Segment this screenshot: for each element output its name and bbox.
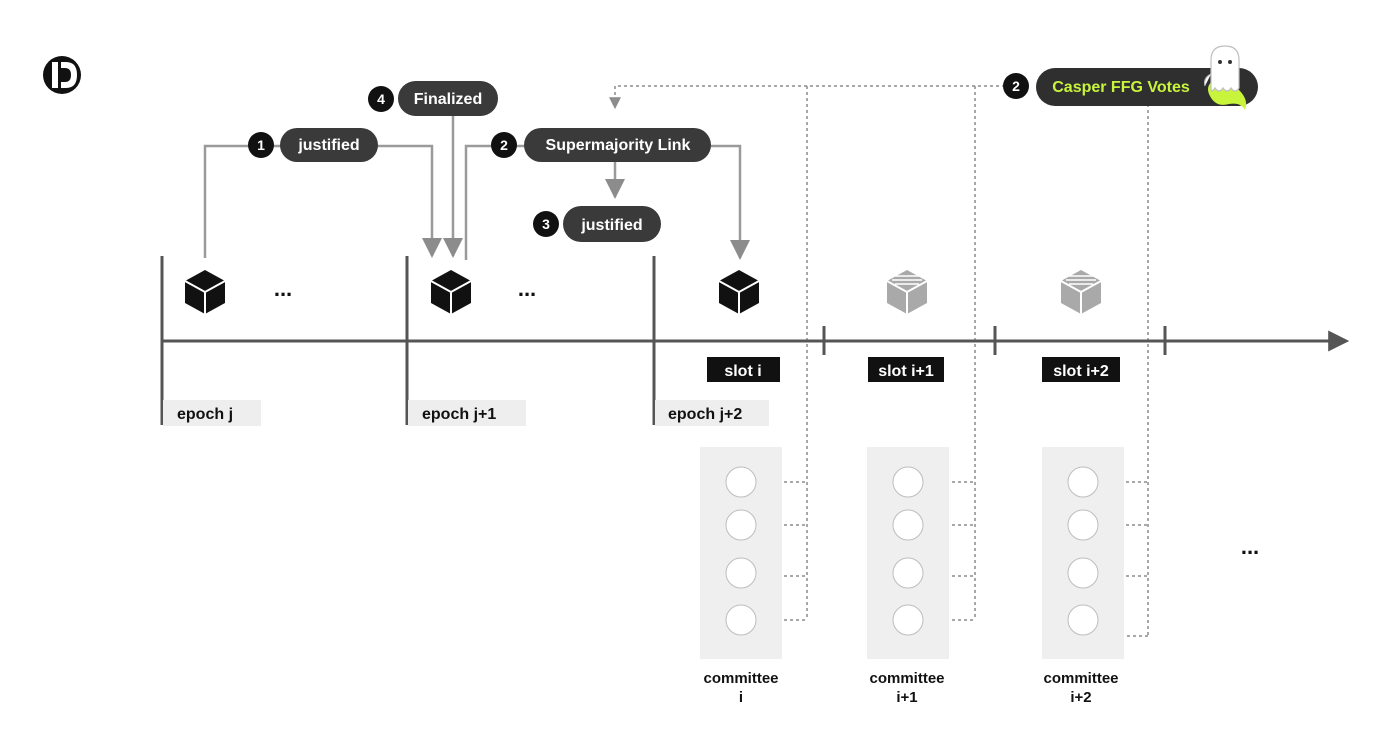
committee-label: committee <box>703 670 778 687</box>
validator-node <box>725 509 757 541</box>
casper-ffg-votes: Casper FFG Votes 2 <box>1003 68 1258 106</box>
ellipsis-right: ... <box>1241 534 1259 559</box>
ellipsis: ... <box>274 276 292 301</box>
validator-node <box>892 466 924 498</box>
validator-node <box>1067 557 1099 589</box>
step-4-finalized: Finalized 4 <box>368 81 498 116</box>
committee-panel: committee i+2 <box>1042 447 1124 706</box>
ghost-mascot-icon <box>1204 45 1247 110</box>
validator-node <box>1067 604 1099 636</box>
timeline-axis <box>160 256 1350 425</box>
committee-label: committee <box>869 670 944 687</box>
committee-index: i+1 <box>896 689 917 706</box>
validator-node <box>892 509 924 541</box>
svg-text:epoch j: epoch j <box>177 406 233 423</box>
svg-text:epoch j+2: epoch j+2 <box>668 406 742 423</box>
validator-node <box>892 557 924 589</box>
epoch-label: epoch j <box>163 400 261 426</box>
ellipsis: ... <box>518 276 536 301</box>
slot-label: slot i+1 <box>868 357 944 382</box>
step-number-badge <box>368 86 394 112</box>
svg-text:justified: justified <box>297 137 359 154</box>
slot-label: slot i+2 <box>1042 357 1120 382</box>
validator-node <box>892 604 924 636</box>
committee-index: i <box>739 689 743 706</box>
validator-node <box>725 466 757 498</box>
validator-node <box>725 557 757 589</box>
validator-node <box>725 604 757 636</box>
step-number-badge <box>533 211 559 237</box>
svg-text:Casper FFG Votes: Casper FFG Votes <box>1052 79 1190 96</box>
svg-text:3: 3 <box>542 216 550 232</box>
slot-label: slot i <box>707 357 780 382</box>
committee-panel: committee i+1 <box>867 447 949 706</box>
epoch-label: epoch j+2 <box>655 400 769 426</box>
brand-logo-icon <box>43 56 81 94</box>
step-number-badge <box>491 132 517 158</box>
svg-text:1: 1 <box>257 137 265 153</box>
block-cube-icon <box>430 270 472 314</box>
step-1-justified: justified 1 <box>248 128 378 162</box>
step-number-badge <box>248 132 274 158</box>
pending-block-cube-icon <box>886 270 928 314</box>
svg-text:4: 4 <box>377 91 385 107</box>
step-number-badge <box>1003 73 1029 99</box>
vote-dotted-lines <box>609 85 1149 637</box>
pending-block-cube-icon <box>1060 270 1102 314</box>
svg-text:slot i+2: slot i+2 <box>1053 363 1109 380</box>
svg-text:2: 2 <box>1012 78 1020 94</box>
svg-text:slot i: slot i <box>724 363 761 380</box>
svg-text:Finalized: Finalized <box>414 91 482 108</box>
step-2-supermajority-link: Supermajority Link 2 <box>491 128 711 162</box>
committee-index: i+2 <box>1070 689 1091 706</box>
svg-text:justified: justified <box>580 217 642 234</box>
step-3-justified: justified 3 <box>533 206 661 242</box>
committee-label: committee <box>1043 670 1118 687</box>
svg-text:2: 2 <box>500 137 508 153</box>
svg-text:epoch j+1: epoch j+1 <box>422 406 496 423</box>
svg-text:Supermajority Link: Supermajority Link <box>546 137 691 154</box>
svg-text:slot i+1: slot i+1 <box>878 363 934 380</box>
block-cube-icon <box>184 270 226 314</box>
validator-node <box>1067 466 1099 498</box>
validator-node <box>1067 509 1099 541</box>
epoch-label: epoch j+1 <box>408 400 526 426</box>
committee-panel: committee i <box>700 447 782 706</box>
block-cube-icon <box>718 270 760 314</box>
